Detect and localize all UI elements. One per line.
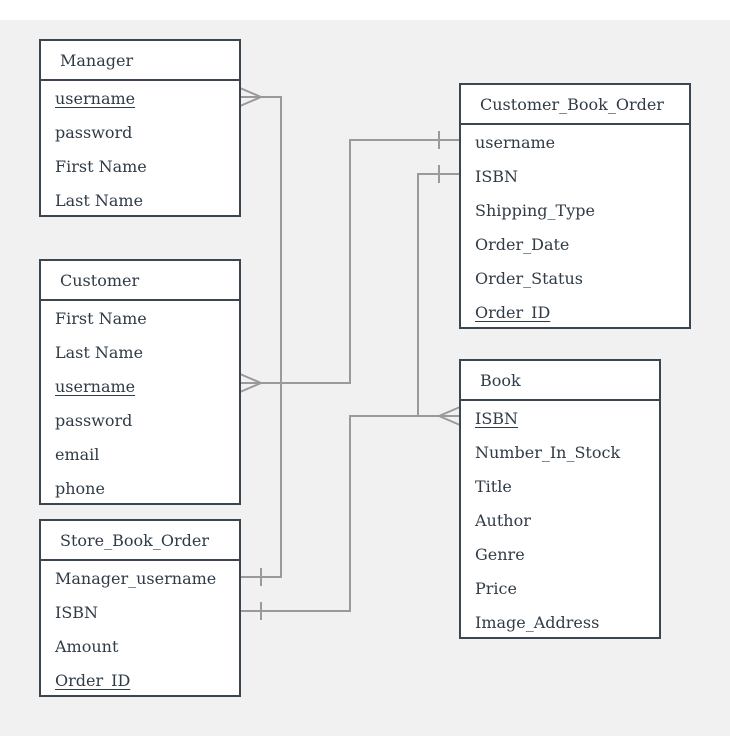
entity-title: Manager xyxy=(41,41,239,81)
attribute-row: Shipping_Type xyxy=(475,201,595,220)
entity-store-book-order[interactable]: Store_Book_Order Manager_username ISBN A… xyxy=(39,519,241,697)
entity-title: Store_Book_Order xyxy=(41,521,239,561)
attribute-row: email xyxy=(55,445,100,464)
attribute-row: Number_In_Stock xyxy=(475,443,621,462)
attribute-row: First Name xyxy=(55,157,147,176)
attribute-row: ISBN xyxy=(55,603,99,622)
attribute-row: username xyxy=(41,82,239,116)
attribute-row: Image_Address xyxy=(475,613,600,632)
attribute-row: Order_ID xyxy=(41,664,239,698)
attribute-primary-key: Order_ID xyxy=(475,303,551,322)
attribute-row: Genre xyxy=(475,545,525,564)
attribute-row: Manager_username xyxy=(55,569,217,588)
attribute-primary-key: username xyxy=(55,377,136,396)
entity-customer-book-order[interactable]: Customer_Book_Order username ISBN Shippi… xyxy=(459,83,691,329)
attribute-row: Order_Status xyxy=(475,269,583,288)
attribute-row: username xyxy=(475,133,556,152)
attribute-row: First Name xyxy=(55,309,147,328)
attribute-row: Last Name xyxy=(55,343,144,362)
attribute-row: Amount xyxy=(55,637,119,656)
entity-book[interactable]: Book ISBN Number_In_Stock Title Author G… xyxy=(459,359,661,639)
attribute-row: phone xyxy=(55,479,105,498)
entity-customer[interactable]: Customer First Name Last Name username p… xyxy=(39,259,241,505)
attribute-row: Title xyxy=(475,477,512,496)
entity-title: Customer xyxy=(41,261,239,301)
attribute-row: password xyxy=(55,123,133,142)
attribute-row: Order_ID xyxy=(461,296,689,330)
attribute-row: password xyxy=(55,411,133,430)
attribute-primary-key: ISBN xyxy=(475,409,519,428)
entity-title: Book xyxy=(461,361,659,401)
attribute-row: ISBN xyxy=(475,167,519,186)
attribute-row: username xyxy=(41,370,239,404)
entity-title: Customer_Book_Order xyxy=(461,85,689,125)
attribute-row: Price xyxy=(475,579,517,598)
entity-manager[interactable]: Manager username password First Name Las… xyxy=(39,39,241,217)
attribute-row: Author xyxy=(475,511,531,530)
attribute-primary-key: Order_ID xyxy=(55,671,131,690)
attribute-row: Last Name xyxy=(55,191,144,210)
attribute-row: ISBN xyxy=(461,402,659,436)
attribute-row: Order_Date xyxy=(475,235,570,254)
attribute-primary-key: username xyxy=(55,89,136,108)
